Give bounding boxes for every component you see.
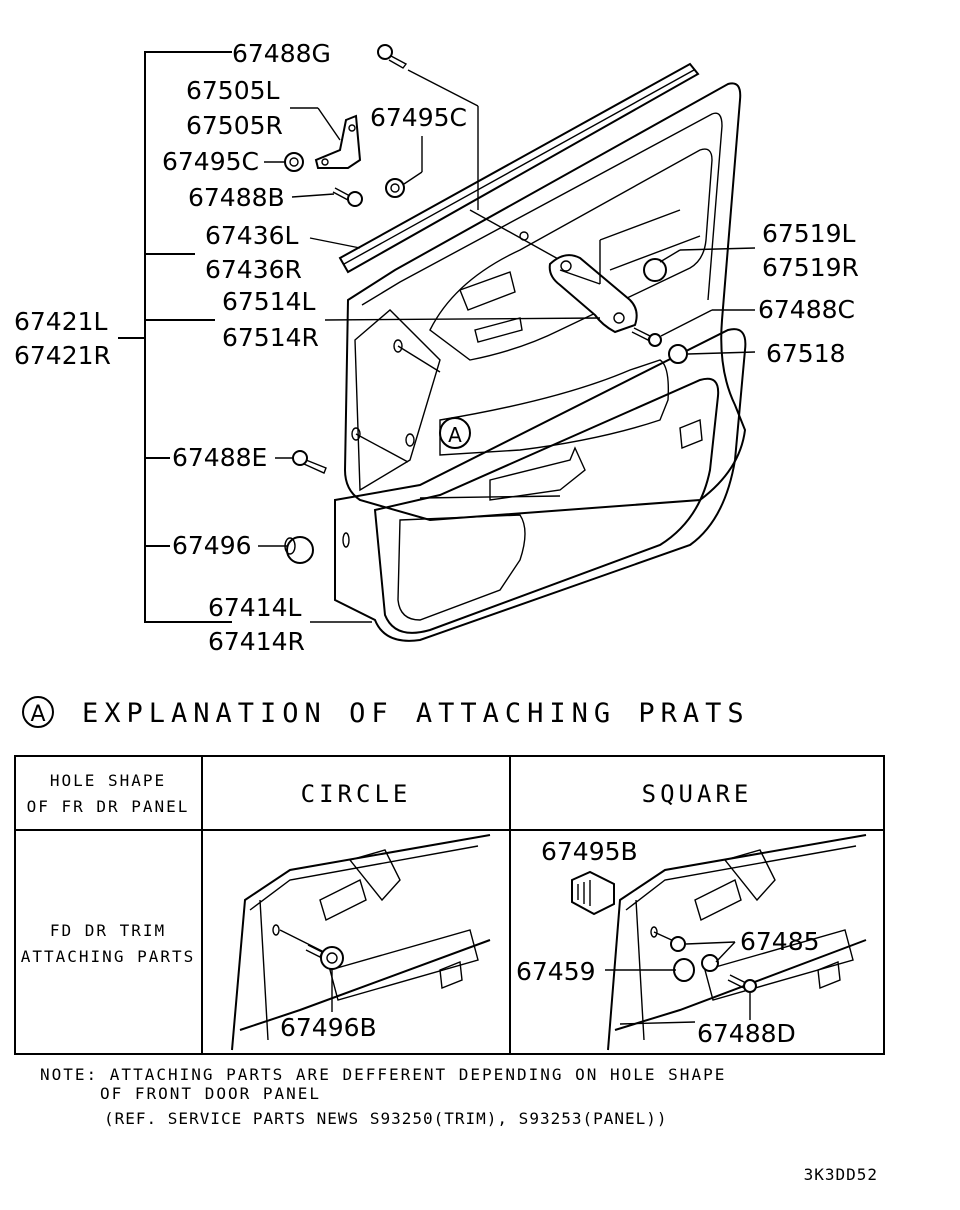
label-67485: 67485 bbox=[740, 927, 820, 956]
column-header-square: SQUARE bbox=[642, 780, 753, 808]
label-67421L: 67421L bbox=[14, 307, 108, 336]
table-header-label-2: OF FR DR PANEL bbox=[27, 797, 190, 816]
label-67459: 67459 bbox=[516, 957, 596, 986]
table-header-label-1: HOLE SHAPE bbox=[50, 771, 166, 790]
label-67495C-right: 67495C bbox=[370, 103, 467, 132]
label-67496: 67496 bbox=[172, 531, 252, 560]
label-67518: 67518 bbox=[766, 339, 846, 368]
screw-67488C bbox=[631, 327, 662, 347]
label-67421R: 67421R bbox=[14, 341, 111, 370]
explanation-marker: A bbox=[30, 702, 45, 727]
note-line-2: OF FRONT DOOR PANEL bbox=[100, 1084, 321, 1103]
column-header-circle: CIRCLE bbox=[301, 780, 412, 808]
circle-hole-illustration bbox=[231, 834, 491, 1051]
label-67495C-left: 67495C bbox=[162, 147, 259, 176]
lower-panel-67414 bbox=[334, 328, 747, 642]
callout-a-label: A bbox=[448, 423, 462, 447]
clip-67519 bbox=[643, 258, 667, 282]
label-67496B: 67496B bbox=[280, 1013, 377, 1042]
clip-67496 bbox=[284, 536, 314, 564]
clip-67495C-left bbox=[284, 152, 304, 172]
label-67436R: 67436R bbox=[205, 255, 302, 284]
explanation-title: EXPLANATION OF ATTACHING PRATS bbox=[82, 698, 750, 729]
callout-a-circle bbox=[439, 417, 471, 449]
label-67488C: 67488C bbox=[758, 295, 855, 324]
label-67514L: 67514L bbox=[222, 287, 316, 316]
screw-67488G bbox=[377, 44, 408, 69]
label-67514R: 67514R bbox=[222, 323, 319, 352]
square-hole-illustration bbox=[571, 834, 867, 1051]
diagram-code: 3K3DD52 bbox=[804, 1165, 878, 1184]
label-67436L: 67436L bbox=[205, 221, 299, 250]
label-67505L: 67505L bbox=[186, 76, 280, 105]
label-67519R: 67519R bbox=[762, 253, 859, 282]
row-label-2: ATTACHING PARTS bbox=[21, 947, 196, 966]
label-67414R: 67414R bbox=[208, 627, 305, 656]
clip-67495C-right bbox=[385, 178, 405, 198]
door-trim-exploded-view: A bbox=[118, 44, 756, 642]
label-67519L: 67519L bbox=[762, 219, 856, 248]
bracket-67505 bbox=[314, 114, 362, 169]
label-67488B: 67488B bbox=[188, 183, 285, 212]
note-line-3: (REF. SERVICE PARTS NEWS S93250(TRIM), S… bbox=[104, 1109, 668, 1128]
attaching-parts-table bbox=[14, 755, 885, 1055]
screw-67488E bbox=[292, 450, 327, 474]
label-67505R: 67505R bbox=[186, 111, 283, 140]
label-67488G: 67488G bbox=[232, 39, 331, 68]
label-67488D: 67488D bbox=[697, 1019, 796, 1048]
row-label-1: FD DR TRIM bbox=[50, 921, 166, 940]
cap-67518 bbox=[668, 344, 688, 364]
screw-67488B bbox=[332, 187, 363, 207]
explanation-marker-circle bbox=[22, 696, 54, 728]
label-67414L: 67414L bbox=[208, 593, 302, 622]
note-line-1: NOTE: ATTACHING PARTS ARE DEFFERENT DEPE… bbox=[40, 1065, 726, 1084]
weatherstrip-67436 bbox=[338, 62, 700, 274]
label-67495B: 67495B bbox=[541, 837, 638, 866]
label-67488E: 67488E bbox=[172, 443, 267, 472]
